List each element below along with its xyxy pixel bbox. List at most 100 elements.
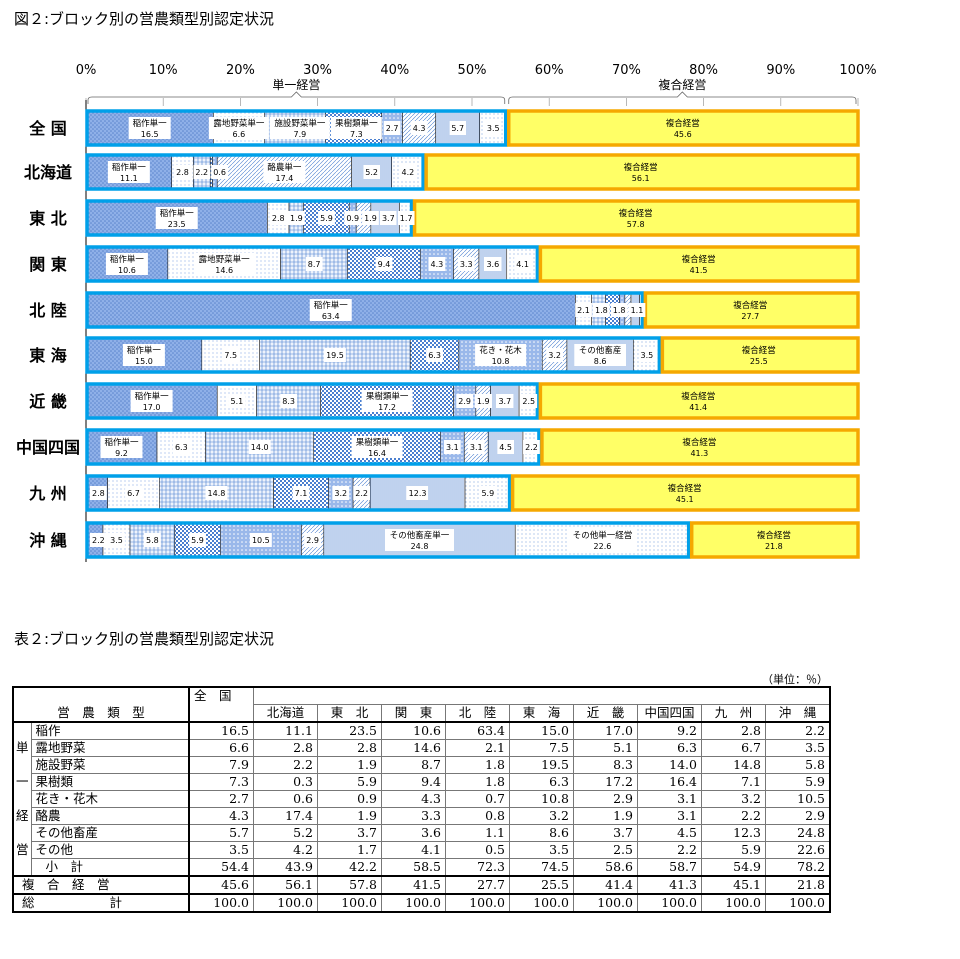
single-group-outline (85, 336, 662, 374)
cell-value: 41.3 (637, 875, 702, 895)
cell-value: 2.8 (701, 721, 766, 740)
label-box (128, 117, 171, 139)
label-box (287, 211, 305, 225)
data-label: 1.9 (364, 214, 377, 223)
row-label: 露地野菜 (30, 739, 190, 757)
cell-value: 2.8 (317, 739, 382, 757)
cell-value: 58.7 (637, 858, 702, 877)
region-label: 近 畿 (29, 392, 67, 411)
cell-value: 5.9 (317, 773, 382, 791)
label-box (628, 303, 646, 317)
complex-management-bracket (508, 91, 857, 104)
cell-value: 1.8 (445, 773, 510, 791)
label-box (457, 257, 475, 271)
label-box (678, 436, 721, 458)
data-label: 2.2 (92, 536, 105, 545)
label-box (677, 253, 720, 275)
segment-name: 複合経営 (619, 208, 653, 219)
label-box (280, 394, 298, 408)
label-box (385, 529, 455, 551)
label-box (406, 486, 429, 500)
cell-value: 25.5 (509, 875, 574, 895)
label-box (107, 161, 150, 183)
cell-value: 19.5 (509, 756, 574, 774)
cell-value: 78.2 (765, 858, 831, 877)
label-box (677, 390, 720, 412)
label-box (443, 440, 461, 454)
cell-value: 0.3 (253, 773, 318, 791)
cell-value: 4.3 (188, 807, 254, 825)
label-box (479, 486, 497, 500)
segment-name: その他畜産 (579, 345, 622, 356)
cell-value: 6.6 (188, 739, 254, 757)
segment-name: 稲作単一 (160, 208, 195, 219)
cell-value: 45.1 (701, 875, 766, 895)
data-label: 11.1 (120, 174, 138, 183)
segment-name: 酪農単一 (267, 162, 302, 173)
x-tick-label: 100% (839, 63, 876, 78)
label-box (351, 436, 403, 458)
region-header: 東 北 (317, 704, 382, 723)
cell-value: 74.5 (509, 858, 574, 877)
label-box (383, 121, 401, 135)
cell-value: 6.3 (637, 739, 702, 757)
cell-value: 14.6 (381, 739, 446, 757)
cell-value: 3.6 (381, 824, 446, 842)
cell-value: 4.1 (381, 841, 446, 859)
single-group-outline (85, 153, 425, 191)
data-label: 3.5 (640, 351, 653, 360)
cell-value: 58.5 (381, 858, 446, 877)
data-label: 5.9 (191, 536, 204, 545)
complex-group-outline (412, 199, 860, 237)
data-label: 3.5 (110, 536, 123, 545)
data-label: 3.1 (470, 443, 483, 452)
x-tick-label: 30% (303, 63, 332, 78)
cell-value: 16.4 (637, 773, 702, 791)
data-label: 0.6 (213, 168, 226, 177)
cell-value: 2.2 (765, 721, 831, 740)
data-label: 5.1 (231, 397, 244, 406)
cell-value: 9.2 (637, 721, 702, 740)
x-tick-label: 90% (766, 63, 795, 78)
data-label: 21.8 (765, 542, 783, 551)
data-label: 9.2 (115, 449, 128, 458)
label-box (263, 161, 306, 183)
label-box (189, 533, 206, 547)
segment-name: 複合経営 (682, 437, 716, 448)
data-label: 2.1 (577, 306, 590, 315)
label-box (194, 253, 255, 275)
cell-value: 2.2 (253, 756, 318, 774)
group-char: 一 (16, 774, 29, 789)
data-label: 57.8 (627, 220, 645, 229)
segment-name: 果樹類単一 (366, 391, 409, 402)
cell-value: 3.1 (637, 790, 702, 808)
complex-group-outline (689, 521, 860, 559)
cell-value: 5.2 (253, 824, 318, 842)
data-label: 6.3 (175, 443, 188, 452)
data-label: 1.8 (613, 306, 626, 315)
cell-value: 21.8 (765, 875, 831, 895)
cell-value: 7.3 (188, 773, 254, 791)
data-label: 41.5 (690, 266, 708, 275)
label-box (397, 211, 415, 225)
data-label: 12.3 (409, 489, 427, 498)
cell-value: 17.0 (573, 721, 638, 740)
segment-name: 稲作単一 (112, 162, 147, 173)
label-box (363, 165, 381, 179)
data-label: 10.5 (252, 536, 270, 545)
complex-label: 複 合 経 営 (12, 875, 190, 895)
label-box (484, 257, 502, 271)
data-label: 1.9 (290, 214, 303, 223)
segment-name: 複合経営 (742, 345, 776, 356)
segment-name: 稲作単一 (105, 437, 140, 448)
cell-value: 54.4 (188, 858, 254, 877)
segment-name: 稲作単一 (127, 345, 162, 356)
cell-value: 8.6 (509, 824, 574, 842)
cell-value: 1.8 (445, 756, 510, 774)
single-management-bracket (87, 91, 506, 104)
label-box (205, 486, 228, 500)
data-label: 19.5 (326, 351, 344, 360)
